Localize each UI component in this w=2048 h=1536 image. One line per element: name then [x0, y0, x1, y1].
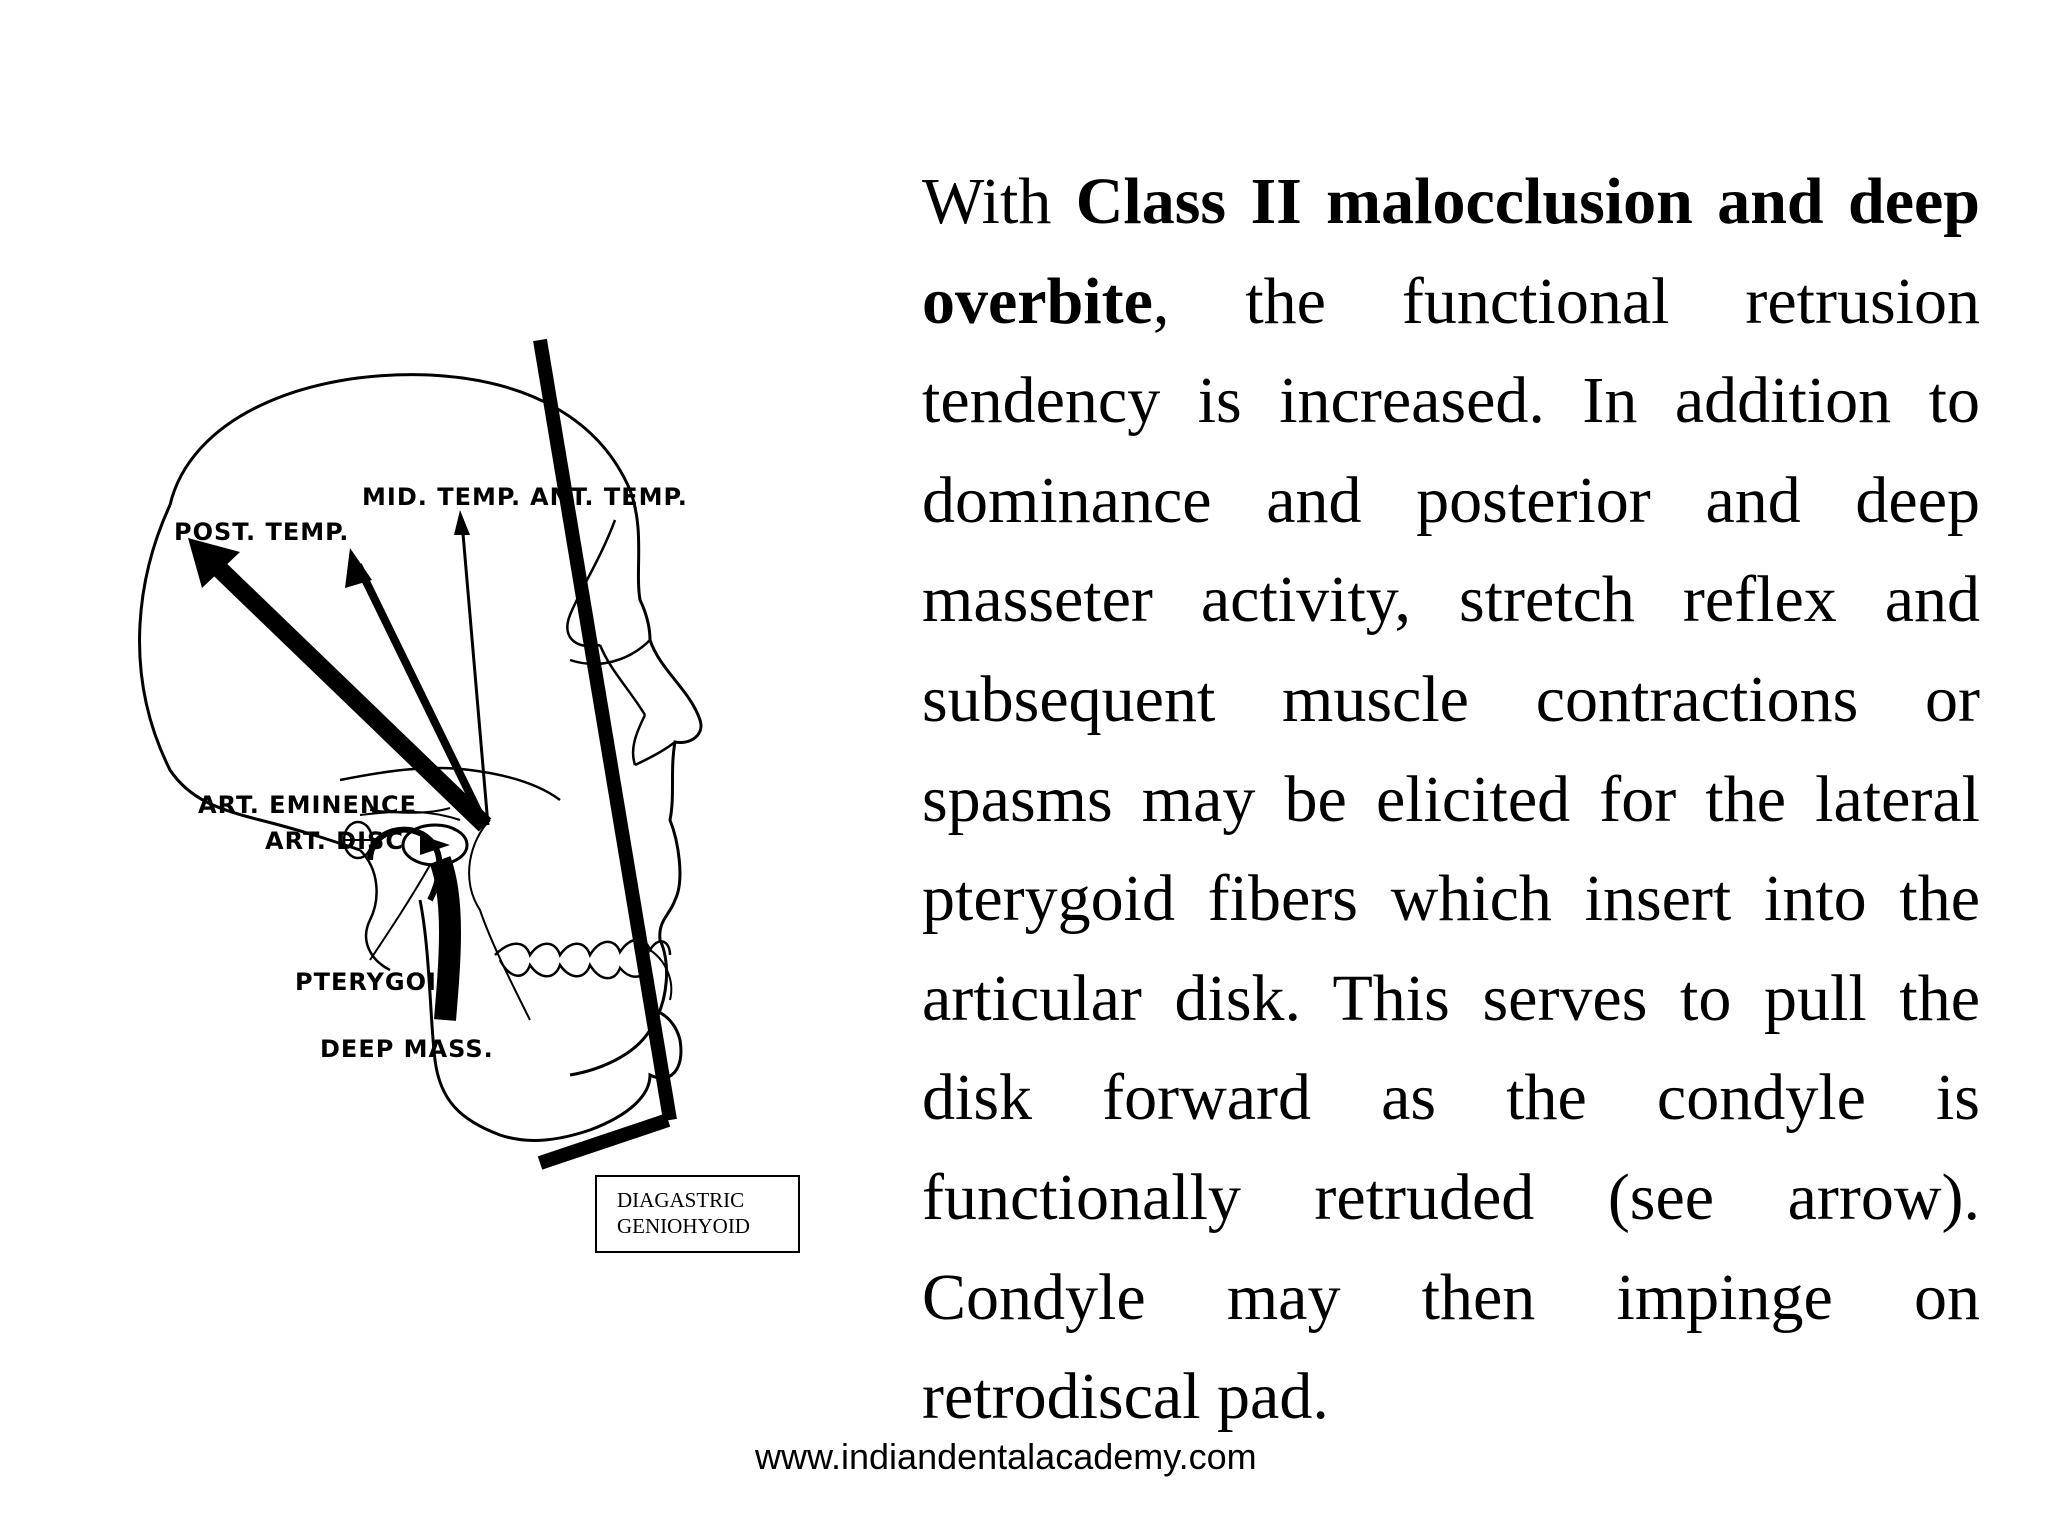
- pterygoid-leader: [369, 864, 431, 961]
- label-post-temp: POST. TEMP.: [174, 518, 350, 546]
- body-bold-phrase: Class II malocclusion and deep overbite: [922, 165, 1981, 338]
- label-art-disc: ART. DISC: [265, 827, 404, 855]
- cranium-outline: [168, 373, 703, 1077]
- diagastric-band: [533, 338, 677, 1122]
- zygomatic-arch: [339, 766, 561, 802]
- mid-temp-arrow: [354, 563, 489, 827]
- body-lead: With: [922, 165, 1052, 238]
- mandible: [418, 899, 683, 1142]
- face-contour: [569, 639, 651, 766]
- mid-temp-arrowhead: [345, 548, 372, 588]
- skull-drawing: [138, 338, 703, 1170]
- nasal: [634, 741, 676, 767]
- label-art-eminence: ART. EMINENCE: [198, 791, 417, 819]
- diagastric-geniohyoid-box: DIAGASTRIC GENIOHYOID: [595, 1175, 800, 1253]
- ant-temp-arrow: [460, 521, 490, 826]
- label-deep-mass: DEEP MASS.: [320, 1035, 494, 1063]
- post-temp-arrow: [198, 548, 492, 832]
- footer-url: www.indiandentalacademy.com: [755, 1436, 1257, 1477]
- label-ant-temp: ANT. TEMP.: [530, 483, 688, 511]
- orbit: [566, 519, 617, 648]
- cranium-back: [138, 504, 361, 852]
- label-pterygoid: PTERYGOID: [295, 968, 458, 996]
- lower-teeth: [498, 959, 652, 980]
- body-paragraph: With Class II malocclusion and deep over…: [922, 152, 1980, 1447]
- box-label-line2: GENIOHYOID: [617, 1214, 750, 1238]
- box-label-line1: DIAGASTRIC: [617, 1188, 745, 1212]
- body-rest: , the functional retrusion tendency is i…: [922, 264, 1980, 1434]
- ant-temp-arrowhead: [454, 510, 470, 535]
- eminence-leader: [369, 807, 451, 814]
- post-temp-arrowhead: [188, 538, 240, 588]
- label-mid-temp: MID. TEMP.: [362, 483, 522, 511]
- deep-masseter: [429, 856, 461, 1021]
- skull-muscle-diagram: POST. TEMP. MID. TEMP. ANT. TEMP. ART. E…: [130, 338, 890, 1280]
